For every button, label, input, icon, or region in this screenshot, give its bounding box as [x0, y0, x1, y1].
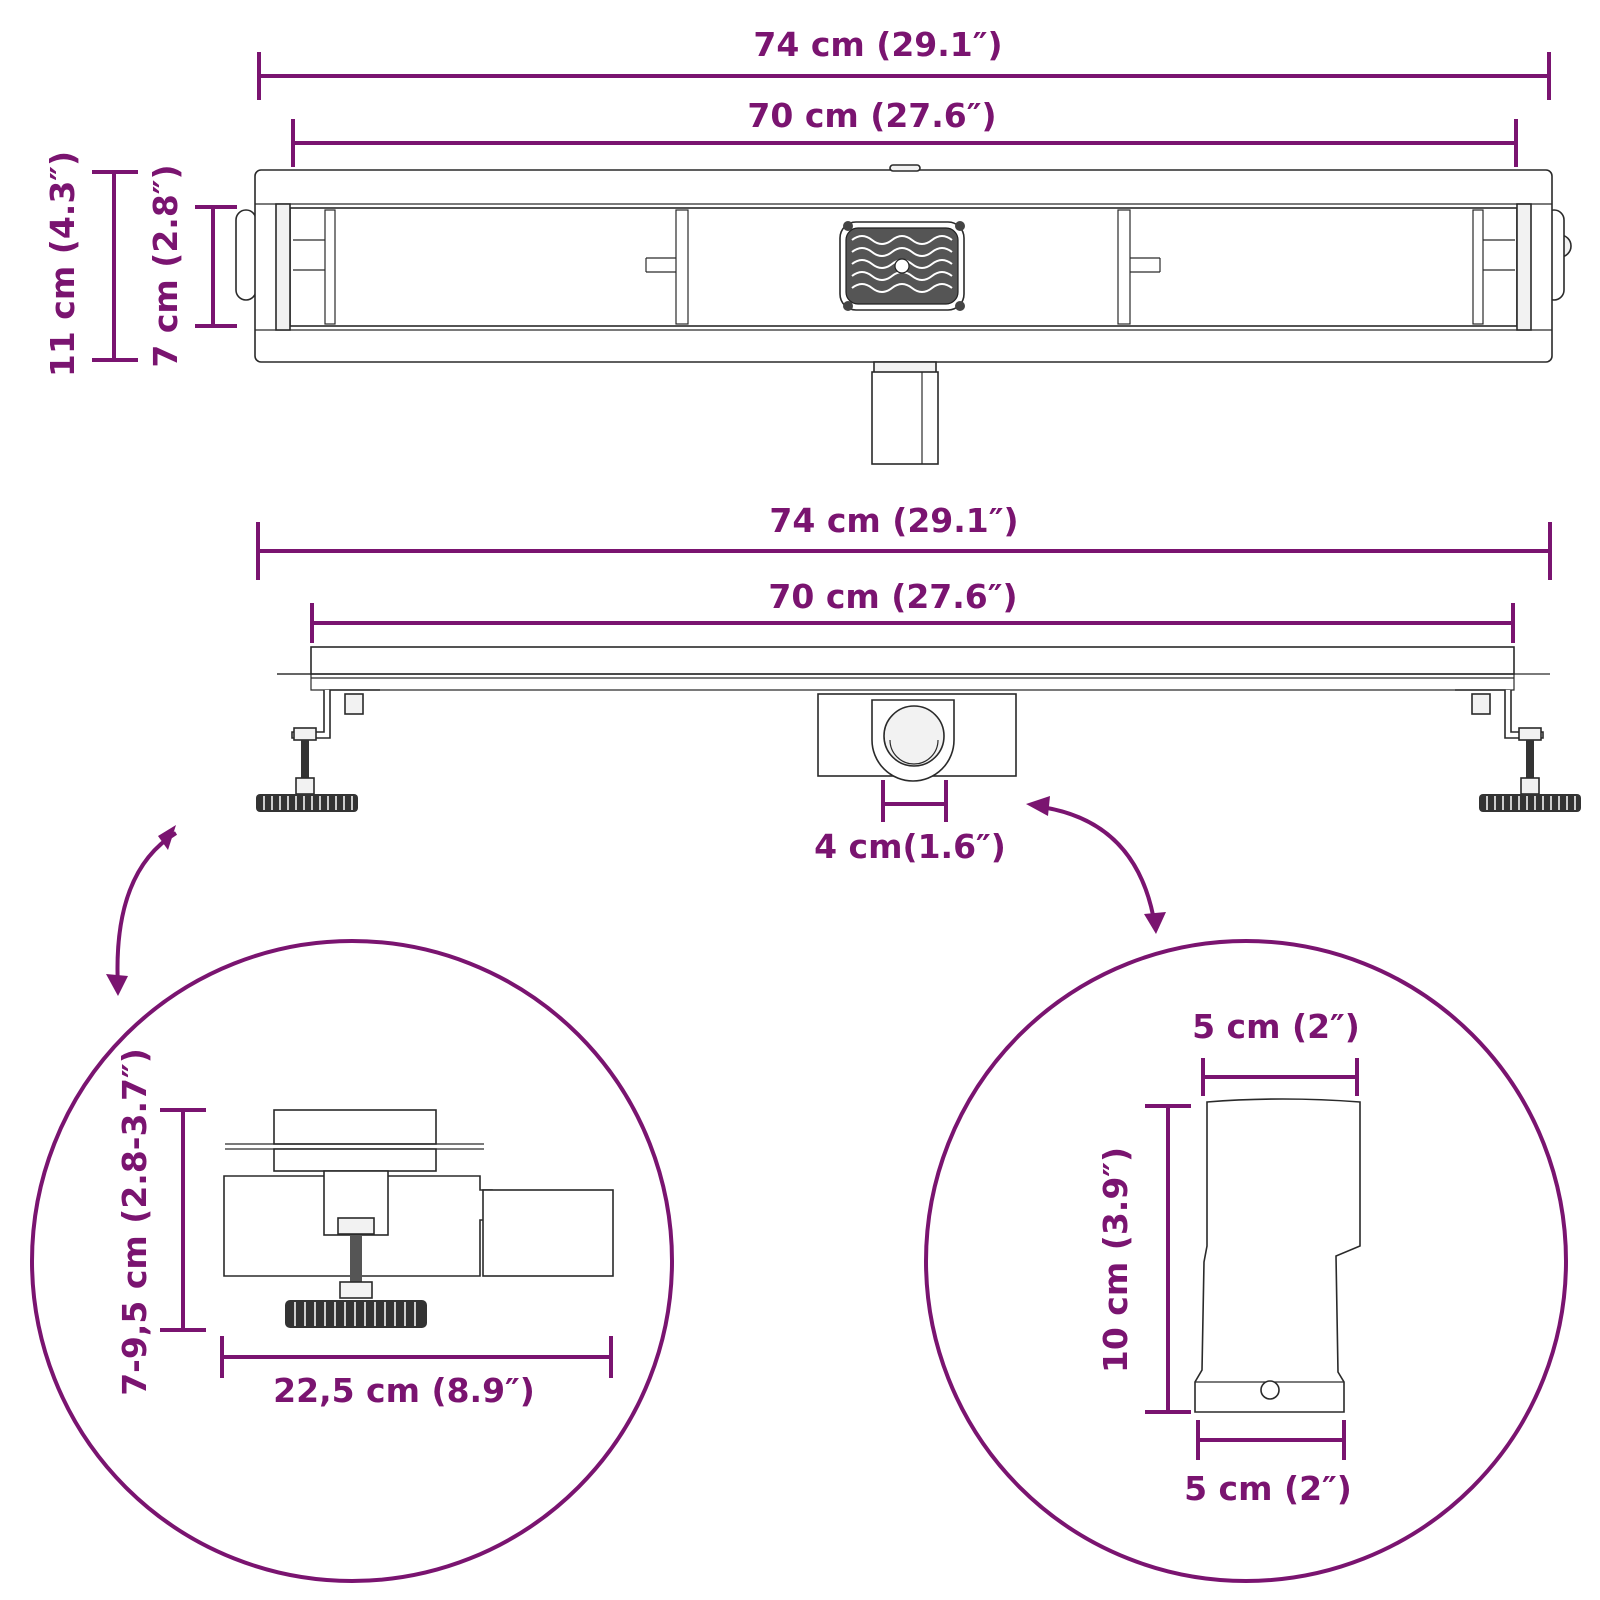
outlet-bottom-width-dimension [1196, 1420, 1346, 1460]
detail-height-range-dimension [160, 1108, 206, 1332]
outlet-bottom-width-label: 5 cm (2″) [1184, 1469, 1352, 1508]
outlet-height-dimension [1145, 1104, 1191, 1414]
right-leveling-foot [1455, 689, 1581, 812]
outlet-top-width-label: 5 cm (2″) [1192, 1007, 1360, 1046]
detail-cross-section [223, 1109, 614, 1328]
outlet-top-width-dimension [1201, 1058, 1359, 1096]
top-inner-width-dimension [195, 205, 237, 328]
top-grate-length-dimension [291, 119, 1518, 167]
detail-height-range-label: 7-9,5 cm (2.8-3.7″) [115, 1048, 154, 1396]
right-detail: 5 cm (2″) 10 cm (3.9″) 5 cm (2″) [924, 939, 1568, 1583]
top-grate-length-label: 70 cm (27.6″) [747, 96, 996, 135]
top-overall-width-dimension [92, 170, 138, 362]
top-overall-width-label: 11 cm (4.3″) [43, 151, 82, 377]
detail-depth-label: 22,5 cm (8.9″) [273, 1371, 535, 1410]
side-view: 74 cm (29.1″) 70 cm (27.6″) 4 c [106, 501, 1581, 996]
detail-depth-dimension [220, 1336, 613, 1378]
side-overall-length-dimension [256, 522, 1552, 580]
outlet-diameter-label: 4 cm(1.6″) [814, 827, 1006, 866]
outlet-diameter-dimension [881, 780, 948, 822]
right-detail-arrow [1026, 796, 1166, 934]
side-grate-length-dimension [310, 603, 1515, 643]
left-detail-arrow [106, 825, 178, 996]
left-detail: 7-9,5 cm (2.8-3.7″) 22,5 cm (8.9″) [30, 939, 674, 1583]
top-overall-length-label: 74 cm (29.1″) [753, 25, 1002, 64]
side-grate-length-label: 70 cm (27.6″) [768, 577, 1017, 616]
outlet-height-label: 10 cm (3.9″) [1096, 1147, 1135, 1373]
side-overall-length-label: 74 cm (29.1″) [769, 501, 1018, 540]
side-view-drain-body: 4 cm(1.6″) [256, 646, 1581, 866]
left-leveling-foot [256, 689, 380, 812]
outlet-pipe-profile [1194, 1098, 1361, 1413]
top-overall-length-dimension [257, 52, 1551, 100]
top-inner-width-label: 7 cm (2.8″) [146, 164, 185, 367]
top-view: 74 cm (29.1″) 70 cm (27.6″) 11 cm (4.3″)… [43, 25, 1572, 465]
top-view-drain-body [235, 164, 1572, 465]
